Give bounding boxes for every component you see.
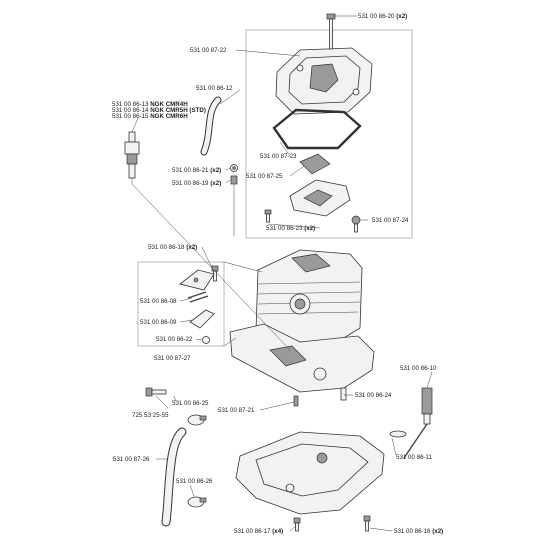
oil-sump [235,431,385,515]
hose-clamp-lower [187,496,207,508]
stud-bolt [230,175,238,236]
label-531-00-87-27: 531 00 87-27 [154,355,191,362]
label-531-00-86-26: 531 00 86-26 [176,478,213,485]
label-531-00-86-17: 531 00 86-17 (x4) [234,528,283,535]
cylinder-head-cover [275,47,373,115]
sump-screw-left [293,517,301,532]
label-531-00-87-24: 531 00 87-24 [372,217,409,224]
cylinder [255,249,363,351]
label-531-00-86-22: 531 00 86-22 [156,336,193,343]
bracket-group-frame [137,261,225,347]
hose-clamp-upper [187,414,207,426]
head-screw-left [264,209,272,223]
label-531-00-86-24: 531 00 86-24 [355,392,392,399]
label-531-00-87-21: 531 00 87-21 [218,407,255,414]
fuel-hose [161,427,187,527]
label-531-00-86-19: 531 00 86-19 (x2) [172,180,221,187]
sump-screw-right [363,515,371,532]
dowel-pin [340,387,347,401]
intake-bolt [145,387,167,397]
label-725-53-25-55: 725 53 25-55 [132,412,169,419]
cylinder-head-group-frame [245,29,413,239]
label-531-00-87-22: 531 00 87-22 [190,47,227,54]
valve-holder [289,179,351,217]
cover-gasket [272,108,362,150]
leader-lines [131,15,433,532]
small-spring [187,291,209,303]
label-531-00-86-12: 531 00 86-12 [196,85,233,92]
crankcase-upper [229,323,375,393]
label-531-00-86-21: 531 00 86-21 (x2) [172,167,221,174]
bracket-nut [202,336,210,344]
label-531-00-86-14: 531 00 86-14 NGK CMR5H (STD) [112,107,206,114]
dipstick-o-ring [389,430,407,438]
label-531-00-86-11: 531 00 86-11 [396,454,433,461]
head-screw-right [351,215,361,233]
washer [230,164,238,172]
label-531-00-86-18: 531 00 86-18 (x2) [148,244,197,251]
label-531-00-86-09: 531 00 86-09 [140,319,177,326]
cover-screw [326,13,336,50]
bracket-plate [179,269,215,291]
label-531-00-86-20: 531 00 86-20 (x2) [358,13,407,20]
baffle-insert [299,153,331,175]
spark-plug [124,131,140,184]
label-531-00-86-25: 531 00 86-25 [172,400,209,407]
impulse-hose [200,96,222,156]
label-531-00-87-23: 531 00 87-23 [260,153,297,160]
oil-dipstick [403,387,433,459]
small-pin [293,395,299,407]
label-531-00-86-10: 531 00 86-10 [400,365,437,372]
label-531-00-86-08: 531 00 86-08 [140,298,177,305]
label-531-00-86-23: 531 00 86-23 (x2) [266,225,315,232]
label-531-00-86-15: 531 00 86-15 NGK CMR6H [112,113,188,120]
bracket-clip [189,309,215,329]
label-531-00-87-25: 531 00 87-25 [246,173,283,180]
label-531-00-86-13: 531 00 86-13 NGK CMR4H [112,101,188,108]
label-531-00-87-26: 531 00 87-26 [113,456,150,463]
label-531-00-86-16: 531 00 86-16 (x2) [394,528,443,535]
